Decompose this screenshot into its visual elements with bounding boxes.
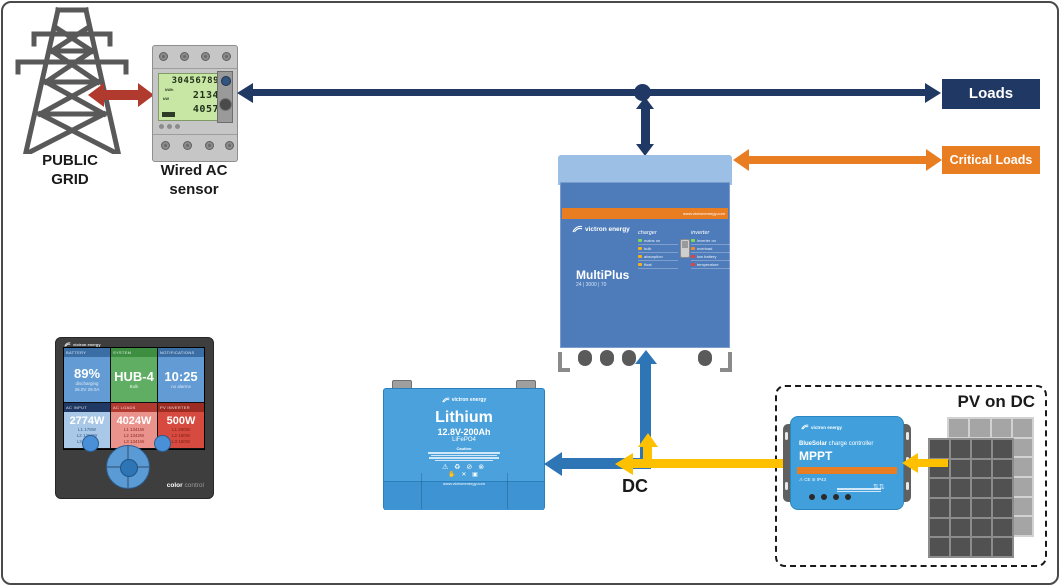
lcd-power-value: 2134 (192, 90, 219, 101)
lcd-kwh-unit: kWh (165, 87, 174, 92)
mppt-orange-stripe (797, 467, 897, 474)
led-temperature (691, 263, 695, 266)
victron-logo: victron energy (384, 397, 544, 403)
terminal-screw (225, 141, 234, 150)
mounting-bracket (558, 352, 562, 370)
terminal-screw (180, 52, 189, 61)
ccgx-right-button (154, 435, 171, 452)
multiplus-top-band (558, 155, 732, 185)
multiplus-orange-stripe: www.victronenergy.com (562, 208, 728, 219)
battery-spec: 12.8V-200Ah (437, 427, 491, 437)
multiplus-switch (680, 239, 690, 258)
lcd-row3-value: 4057 (192, 104, 219, 115)
ccgx-screen: BATTERY 89% discharging 26.0V 29.0A SYST… (63, 347, 205, 450)
ccgx-left-button (82, 435, 99, 452)
tile-notifications: NOTIFICATIONS 10:25 no alarms (158, 348, 204, 402)
mppt-body: victron energy BlueSolar charge controll… (790, 416, 904, 510)
mppt-cert-icons: ⚠ CE ⊘ IP43 (799, 477, 827, 482)
tile-battery: BATTERY 89% discharging 26.0V 29.0A (64, 348, 110, 402)
led-inverter-on (691, 239, 695, 242)
mppt-wiring-glyph: ⇅⇅ (873, 484, 885, 491)
terminal-screw (161, 141, 170, 150)
public-grid-label: PUBLIC GRID (42, 152, 98, 188)
battery-title: Lithium (435, 409, 493, 426)
led-low-battery (691, 255, 695, 258)
terminal-screw (205, 141, 214, 150)
victron-logo: victron energy (572, 225, 630, 233)
ac-sensor-label: Wired AC sensor (160, 162, 228, 198)
terminal-screw (222, 52, 231, 61)
meter-rotary-knob (219, 98, 232, 111)
website-text: www.victronenergy.com (683, 211, 725, 216)
cable-gland (698, 350, 712, 366)
junction-dot (634, 84, 651, 101)
led-overload (691, 247, 695, 250)
mppt-terminal (845, 494, 851, 500)
pv-panel-front (928, 438, 1014, 558)
lcd-badge (162, 112, 175, 117)
meter-side-panel (217, 71, 233, 123)
mppt-terminal (809, 494, 815, 500)
victron-logo: victron energy (64, 342, 101, 347)
led-mains-on (638, 239, 642, 242)
ccgx-dpad-center (120, 459, 138, 477)
mppt-terminal (833, 494, 839, 500)
lcd-kw-unit: kW (163, 96, 169, 101)
battery-footer-band (384, 481, 544, 510)
cable-gland (578, 350, 592, 366)
dc-label: DC (622, 476, 648, 496)
ac-sensor-device: 30456789 kWh 2134 kW 4057 (152, 45, 238, 162)
website-text: www.victronenergy.com (443, 481, 485, 486)
mounting-bracket (728, 352, 732, 370)
transmission-tower-icon (8, 4, 136, 159)
multiplus-body: www.victronenergy.com victron energy cha… (560, 182, 731, 348)
terminal-screw (183, 141, 192, 150)
charger-led-panel: charger mains on bulk absorption float (638, 230, 678, 269)
pv-on-dc-label: PV on DC (957, 392, 1035, 411)
lcd-energy-value: 30456789 (171, 76, 219, 86)
terminal-screw (201, 52, 210, 61)
battery-body: victron energy Lithium 12.8V-200Ah LiFeP… (383, 388, 545, 510)
mppt-product-label: BlueSolar charge controller (799, 441, 874, 447)
cable-gland (600, 350, 614, 366)
battery-warning-icons: ✋ ✕ ▣ (448, 472, 480, 478)
multiplus-spec-label: 24 | 3000 | 70 (576, 282, 607, 288)
pv-dashed-box (775, 385, 1047, 567)
led-float (638, 263, 642, 266)
mppt-terminal (821, 494, 827, 500)
battery-caution: Caution (456, 446, 472, 451)
cable-gland (622, 350, 636, 366)
meter-button (221, 76, 231, 86)
mppt-model-label: MPPT (799, 449, 833, 463)
multiplus-model-label: MultiPlus (576, 268, 630, 282)
critical-loads-box: Critical Loads (942, 146, 1040, 174)
mppt-spec-box (837, 487, 881, 493)
ccgx-footer-label: color control (166, 482, 204, 489)
battery-label-area: victron energy Lithium 12.8V-200Ah LiFeP… (384, 397, 544, 486)
terminal-screw (159, 52, 168, 61)
ccgx-dpad (106, 445, 150, 489)
battery-chemistry: LiFePO4 (452, 437, 476, 443)
led-bulk (638, 247, 642, 250)
tile-ac-loads: AC LOADS 4024W L1 1341W L2 1342W L3 1341… (111, 403, 157, 448)
tile-system: SYSTEM HUB-4 Bulk (111, 348, 157, 402)
led-absorption (638, 255, 642, 258)
battery-warning-icons: ⚠ ♻ ⊘ ⊗ (441, 464, 487, 471)
loads-box: Loads (942, 79, 1040, 109)
victron-logo: victron energy (801, 424, 842, 430)
lcd-display: 30456789 kWh 2134 kW 4057 (158, 73, 222, 121)
inverter-led-panel: inverter inverter on overload low batter… (691, 230, 731, 269)
